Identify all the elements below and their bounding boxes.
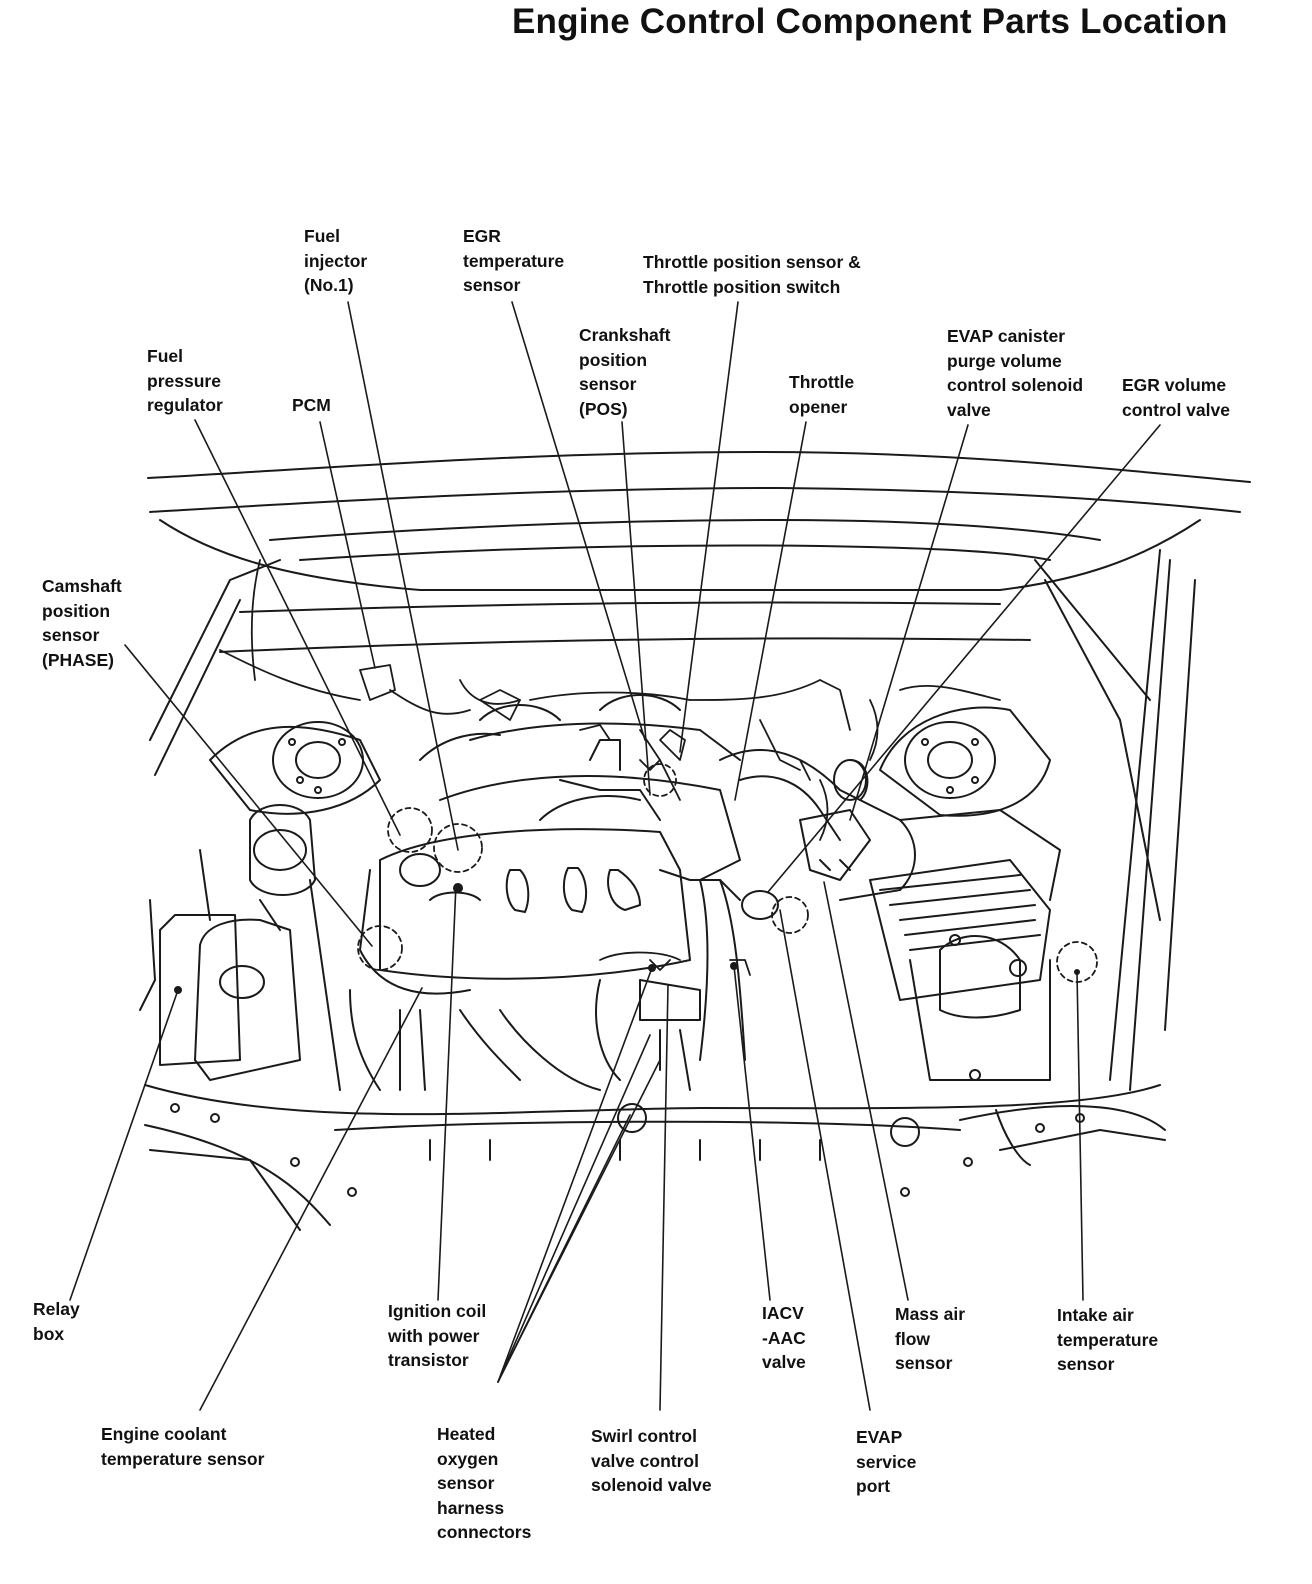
brake-reservoir — [199, 804, 316, 931]
label-relay-box: Relay box — [33, 1299, 80, 1344]
label-egr-temperature-sensor: EGR temperature sensor — [463, 226, 565, 295]
label-intake-air-temperature-sensor: Intake air temperature sensor — [1057, 1305, 1159, 1374]
leader-lines — [69, 301, 1161, 1411]
sensor-dots — [453, 883, 1080, 975]
label-fuel-injector: Fuel injector (No.1) — [304, 226, 368, 295]
page-title: Engine Control Component Parts Location — [512, 2, 1228, 41]
label-camshaft-position-sensor: Camshaft position sensor (PHASE) — [42, 576, 122, 670]
label-iacv-aac-valve: IACV -AAC valve — [762, 1303, 806, 1372]
label-egr-volume-control-valve: EGR volume control valve — [1122, 375, 1230, 420]
label-fuel-pressure-regulator: Fuel pressure regulator — [147, 346, 223, 415]
label-pcm: PCM — [292, 395, 331, 415]
label-crankshaft-position-sensor: Crankshaft position sensor (POS) — [579, 325, 671, 419]
harness-lines — [219, 559, 1001, 976]
right-strut-tower — [879, 706, 1051, 817]
label-swirl-control-solenoid-valve: Swirl control valve control solenoid val… — [591, 1426, 712, 1495]
label-evap-service-port: EVAP service port — [856, 1427, 917, 1496]
label-evap-purge-valve: EVAP canister purge volume control solen… — [947, 326, 1084, 420]
fender-outline — [139, 549, 1196, 1091]
intake-duct — [719, 749, 916, 920]
label-throttle-position-sensor: Throttle position sensor & Throttle posi… — [643, 252, 861, 297]
label-heated-oxygen-sensor-connectors: Heated oxygen sensor harness connectors — [437, 1424, 532, 1542]
hood-outline — [147, 451, 1251, 653]
label-ignition-coil: Ignition coil with power transistor — [388, 1301, 487, 1370]
label-throttle-opener: Throttle opener — [789, 372, 855, 417]
label-engine-coolant-temperature-sensor: Engine coolant temperature sensor — [101, 1424, 265, 1469]
engine-block — [309, 694, 746, 1091]
radiator-support — [144, 1084, 1166, 1231]
air-cleaner — [869, 809, 1061, 1081]
component-markers — [357, 763, 1098, 983]
relay-box-drawing — [159, 914, 301, 1081]
label-mass-air-flow-sensor: Mass air flow sensor — [895, 1304, 966, 1373]
left-strut-tower — [209, 721, 381, 815]
